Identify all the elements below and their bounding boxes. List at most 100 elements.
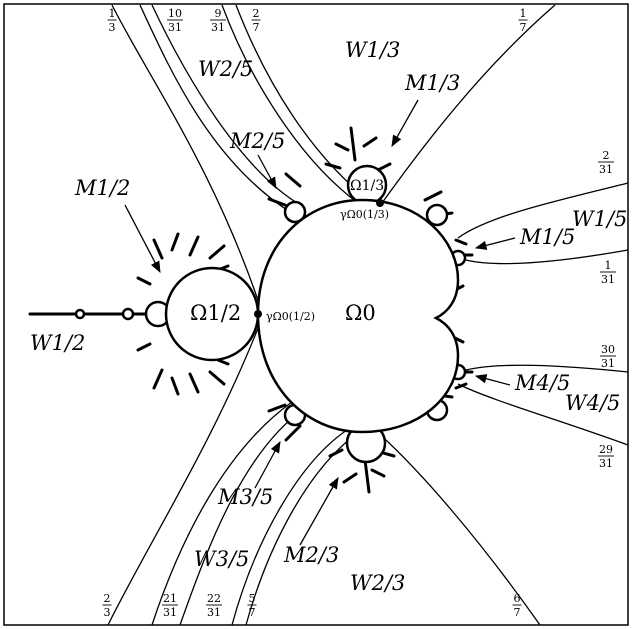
fraction-denominator: 7 [514,606,521,619]
limb-labels: M1/2 M1/3 M2/5 M1/5 M4/5 M3/5 M2/3 [74,71,575,567]
fraction-denominator: 31 [207,606,221,619]
fraction-numerator: 6 [514,592,521,605]
angle-fraction-top-9-31: 931 [210,7,226,34]
angle-fraction-bottom-2-3: 23 [102,592,112,619]
decoration-left-bottom [136,342,230,396]
fraction-denominator: 7 [520,21,527,34]
ray-29-31 [457,383,629,446]
fraction-denominator: 7 [253,21,260,34]
root-point-third [376,199,384,207]
region-labels: Ω0 Ω1/2 Ω1/3 [190,178,384,325]
ray-9-31 [151,4,303,207]
omega-half-label: Ω1/2 [190,301,241,325]
fraction-denominator: 31 [599,163,613,176]
fraction-denominator: 31 [211,21,225,34]
fraction-numerator: 1 [109,7,116,20]
ray-5-7 [231,427,351,626]
ray-2-7 [221,4,359,204]
arrow-m-two-fifths [257,154,277,190]
main-cardioid [256,198,460,434]
fraction-denominator: 3 [104,606,111,619]
ray-6-7 [374,429,541,626]
wake-three-fifths-label: W3/5 [194,547,249,571]
figure-frame [3,3,629,626]
limb-four-fifths-label: M4/5 [514,371,570,395]
limb-three-fifths-label: M3/5 [217,485,273,509]
ray-30-31 [465,364,629,373]
decoration-right [453,238,474,390]
arrow-m-three-fifths [254,440,281,489]
omega-third-label: Ω1/3 [350,178,384,194]
arrow-m-half [124,204,161,274]
fraction-numerator: 21 [163,592,177,605]
ray-1-3-top [111,4,263,313]
angle-labels: 1310319312717231131303129312321312231576… [102,7,616,619]
angle-fraction-top-2-7: 27 [251,7,261,34]
fraction-numerator: 10 [168,7,182,20]
gamma-half-label: γΩ0(1/2) [266,310,315,323]
wake-third-label: W1/3 [345,38,400,62]
omega0-label: Ω0 [345,301,376,325]
fraction-numerator: 2 [253,7,260,20]
fraction-numerator: 2 [104,592,111,605]
fraction-numerator: 9 [215,7,222,20]
wake-two-fifths-label: W2/5 [198,57,253,81]
ray-2-31 [457,182,629,239]
fraction-numerator: 30 [601,343,615,356]
limb-two-thirds-label: M2/3 [283,543,339,567]
fraction-denominator: 31 [168,21,182,34]
ray-1-31 [465,249,629,265]
fraction-denominator: 3 [109,21,116,34]
ray-22-31 [179,407,306,626]
fraction-numerator: 1 [520,7,527,20]
arrow-m-four-fifths [474,374,511,386]
arrows [124,99,516,546]
fraction-numerator: 29 [599,443,613,456]
fraction-denominator: 31 [163,606,177,619]
fraction-denominator: 31 [599,457,613,470]
fraction-numerator: 5 [249,592,256,605]
fraction-denominator: 7 [249,606,256,619]
angle-fraction-top-1-7: 17 [518,7,528,34]
arrow-m-one-fifth [474,237,516,250]
decoration-left-top [136,232,230,286]
arrow-m-two-thirds [299,476,339,546]
arrow-m-third [391,99,419,148]
wake-one-fifth-label: W1/5 [572,207,627,231]
angle-fraction-top-1-3: 13 [107,7,117,34]
fraction-numerator: 2 [603,149,610,162]
period-5-bulb-top [283,200,307,224]
minibrot [74,308,86,320]
small-bulb [121,307,135,321]
fraction-denominator: 31 [601,273,615,286]
angle-fraction-right-1-31: 131 [600,259,616,286]
external-rays [107,4,629,626]
angle-fraction-right-2-31: 231 [598,149,614,176]
limb-two-fifths-label: M2/5 [229,129,285,153]
fraction-denominator: 31 [601,357,615,370]
ray-1-3-bottom [107,317,263,626]
period-4-bulb-top [425,203,449,227]
root-labels: γΩ0(1/2) γΩ0(1/3) [266,208,389,323]
wake-two-thirds-label: W2/3 [350,571,405,595]
wake-half-label: W1/2 [30,331,85,355]
limb-third-label: M1/3 [404,71,460,95]
limb-one-fifth-label: M1/5 [519,225,575,249]
fraction-numerator: 22 [207,592,221,605]
root-point-half [254,310,262,318]
fraction-numerator: 1 [605,259,612,272]
limb-half-label: M1/2 [74,176,130,200]
gamma-third-label: γΩ0(1/3) [340,208,389,221]
mandelbrot-set [28,126,474,494]
angle-fraction-bottom-5-7: 57 [247,592,257,619]
ray-1-7 [381,4,556,204]
ray-10-31 [139,4,291,213]
angle-fraction-bottom-6-7: 67 [512,592,522,619]
wake-four-fifths-label: W4/5 [565,391,620,415]
